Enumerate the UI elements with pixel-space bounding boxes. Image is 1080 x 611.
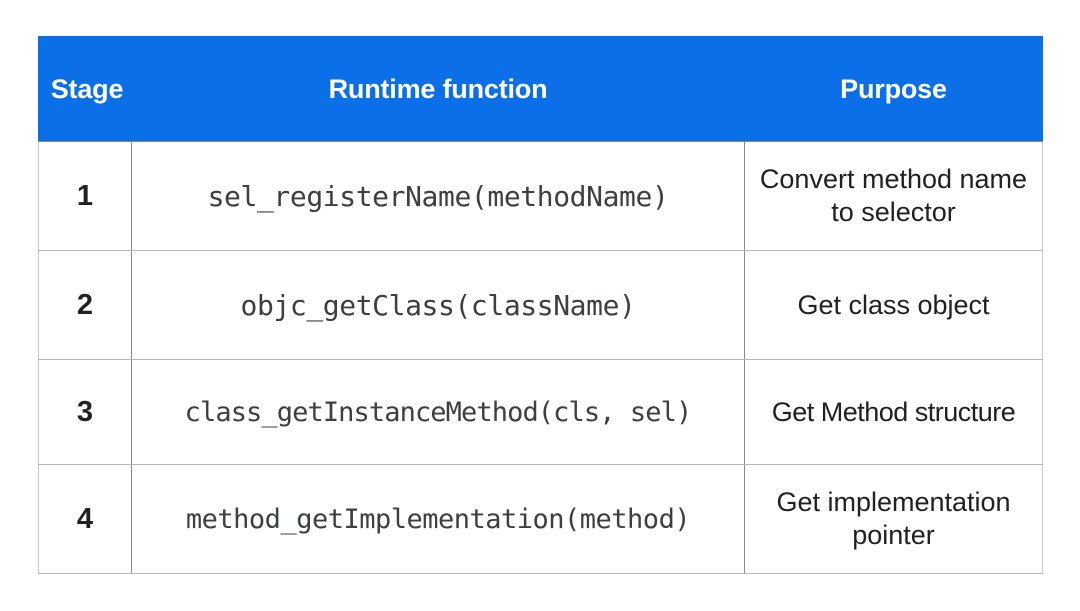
column-header-stage: Stage: [38, 36, 132, 142]
cell-runtime-function: method_getImplementation(method): [131, 464, 745, 574]
table-row: 3 class_getInstanceMethod(cls, sel) Get …: [38, 359, 1043, 465]
table-row: 1 sel_registerName(methodName) Convert m…: [38, 141, 1043, 251]
cell-purpose: Get implementation pointer: [744, 464, 1043, 574]
cell-purpose: Get Method structure: [744, 359, 1043, 465]
table-row: 2 objc_getClass(className) Get class obj…: [38, 250, 1043, 360]
cell-runtime-function: sel_registerName(methodName): [131, 141, 745, 251]
cell-stage: 3: [38, 359, 132, 465]
cell-runtime-function: objc_getClass(className): [131, 250, 745, 360]
cell-stage: 2: [38, 250, 132, 360]
table-body: 1 sel_registerName(methodName) Convert m…: [38, 141, 1043, 574]
cell-runtime-function: class_getInstanceMethod(cls, sel): [131, 359, 745, 465]
table-row: 4 method_getImplementation(method) Get i…: [38, 464, 1043, 574]
table-header: Stage Runtime function Purpose: [38, 36, 1043, 142]
runtime-function-table-container: Stage Runtime function Purpose 1 sel_reg…: [38, 36, 1043, 574]
column-header-purpose: Purpose: [744, 36, 1043, 142]
column-header-runtime-function: Runtime function: [131, 36, 745, 142]
cell-stage: 1: [38, 141, 132, 251]
table-header-row: Stage Runtime function Purpose: [38, 36, 1043, 142]
runtime-function-table: Stage Runtime function Purpose 1 sel_reg…: [38, 36, 1043, 574]
cell-purpose: Get class object: [744, 250, 1043, 360]
cell-purpose: Convert method name to selector: [744, 141, 1043, 251]
cell-stage: 4: [38, 464, 132, 574]
